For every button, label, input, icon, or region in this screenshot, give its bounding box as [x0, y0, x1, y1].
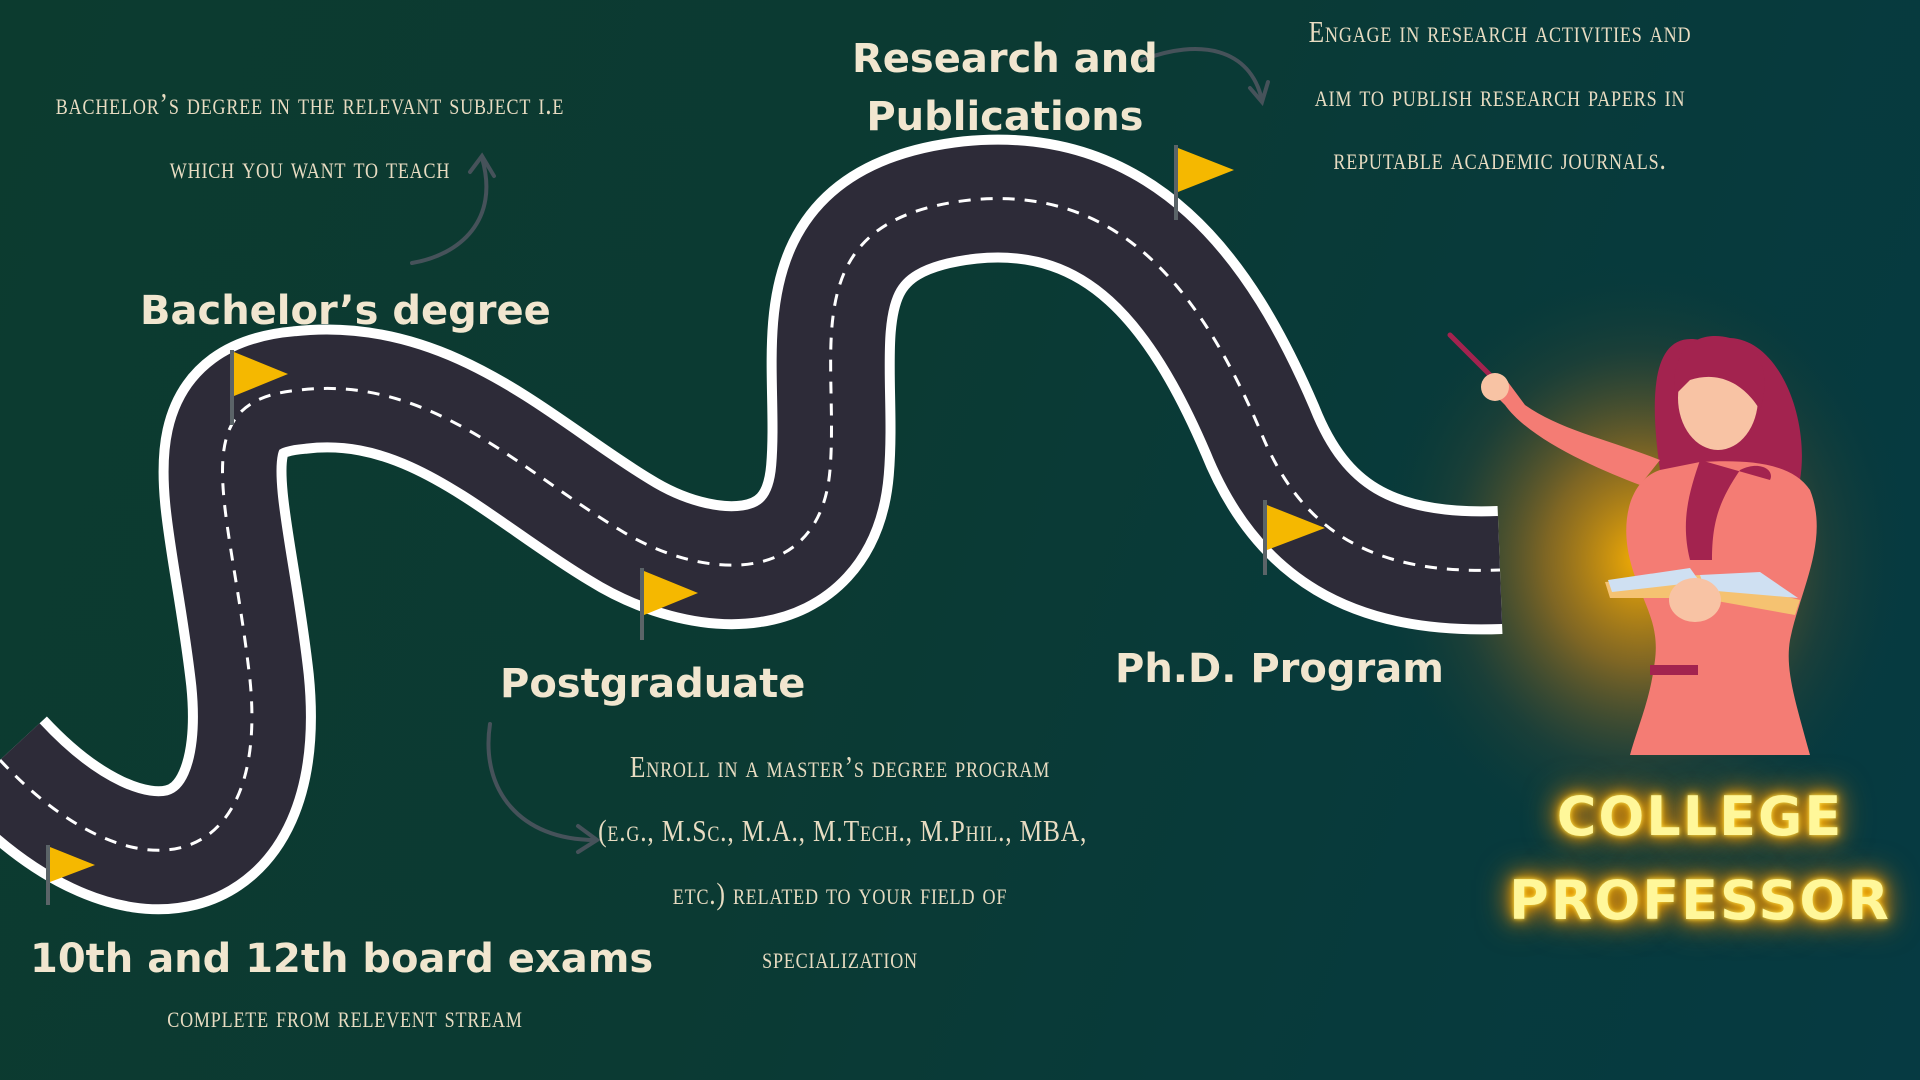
flag-bachelors: [230, 350, 288, 425]
note-line: (e.g., M.Sc., M.A., M.Tech., M.Phil., MB…: [598, 812, 1088, 848]
flag-icon: [50, 847, 95, 882]
flag-phd: [1263, 500, 1325, 575]
note-line: complete from relevent stream: [167, 999, 523, 1034]
flag-board-exams: [46, 845, 95, 905]
note-line: which you want to teach: [169, 149, 451, 185]
note-line: Engage in research activities and: [1308, 14, 1692, 49]
board-exams-note: complete from relevent stream: [124, 985, 567, 1049]
professor-illustration: [1447, 332, 1817, 755]
board-exams-title: 10th and 12th board exams: [30, 936, 654, 982]
goal-line: PROFESSOR: [1509, 868, 1891, 932]
pointer-icon: [1447, 332, 1493, 378]
note-line: reputable academic journals.: [1333, 141, 1667, 177]
research-note: Engage in research activities and aim to…: [1270, 0, 1729, 191]
bachelors-note: bachelor’s degree in the relevant subjec…: [35, 72, 584, 199]
arrow-icon: [410, 156, 489, 265]
postgraduate-title: Postgraduate: [500, 661, 806, 707]
goal-line: COLLEGE: [1556, 785, 1844, 848]
research-title: Research and Publications: [852, 30, 1158, 146]
arrow-icon: [468, 152, 496, 178]
arrow-icon: [576, 824, 601, 854]
arrow-icon: [1248, 80, 1270, 107]
road-center-line: [0, 197, 1501, 852]
postgraduate-note: Enroll in a master’s degree program (e.g…: [598, 735, 1088, 989]
research-title-line: Publications: [866, 94, 1144, 140]
flag-icon: [644, 571, 698, 615]
flag-icon: [1178, 148, 1234, 192]
note-line: etc.) related to your field of: [672, 876, 1008, 912]
goal-title: COLLEGE PROFESSOR: [1500, 775, 1900, 942]
flag-icon: [234, 352, 288, 396]
road: [0, 134, 1503, 915]
flag-icon: [1267, 505, 1325, 550]
arrow-icon: [486, 722, 597, 842]
flag-postgraduate: [640, 568, 698, 640]
research-title-line: Research and: [852, 36, 1158, 82]
bachelors-title: Bachelor’s degree: [140, 288, 551, 334]
flag-research: [1174, 145, 1234, 220]
note-line: bachelor’s degree in the relevant subjec…: [55, 86, 565, 121]
note-line: aim to publish research papers in: [1314, 77, 1686, 113]
arrow-icon: [1140, 47, 1264, 102]
phd-title: Ph.D. Program: [1115, 646, 1444, 692]
note-line: Enroll in a master’s degree program: [629, 749, 1051, 784]
note-line: specialization: [762, 939, 918, 975]
